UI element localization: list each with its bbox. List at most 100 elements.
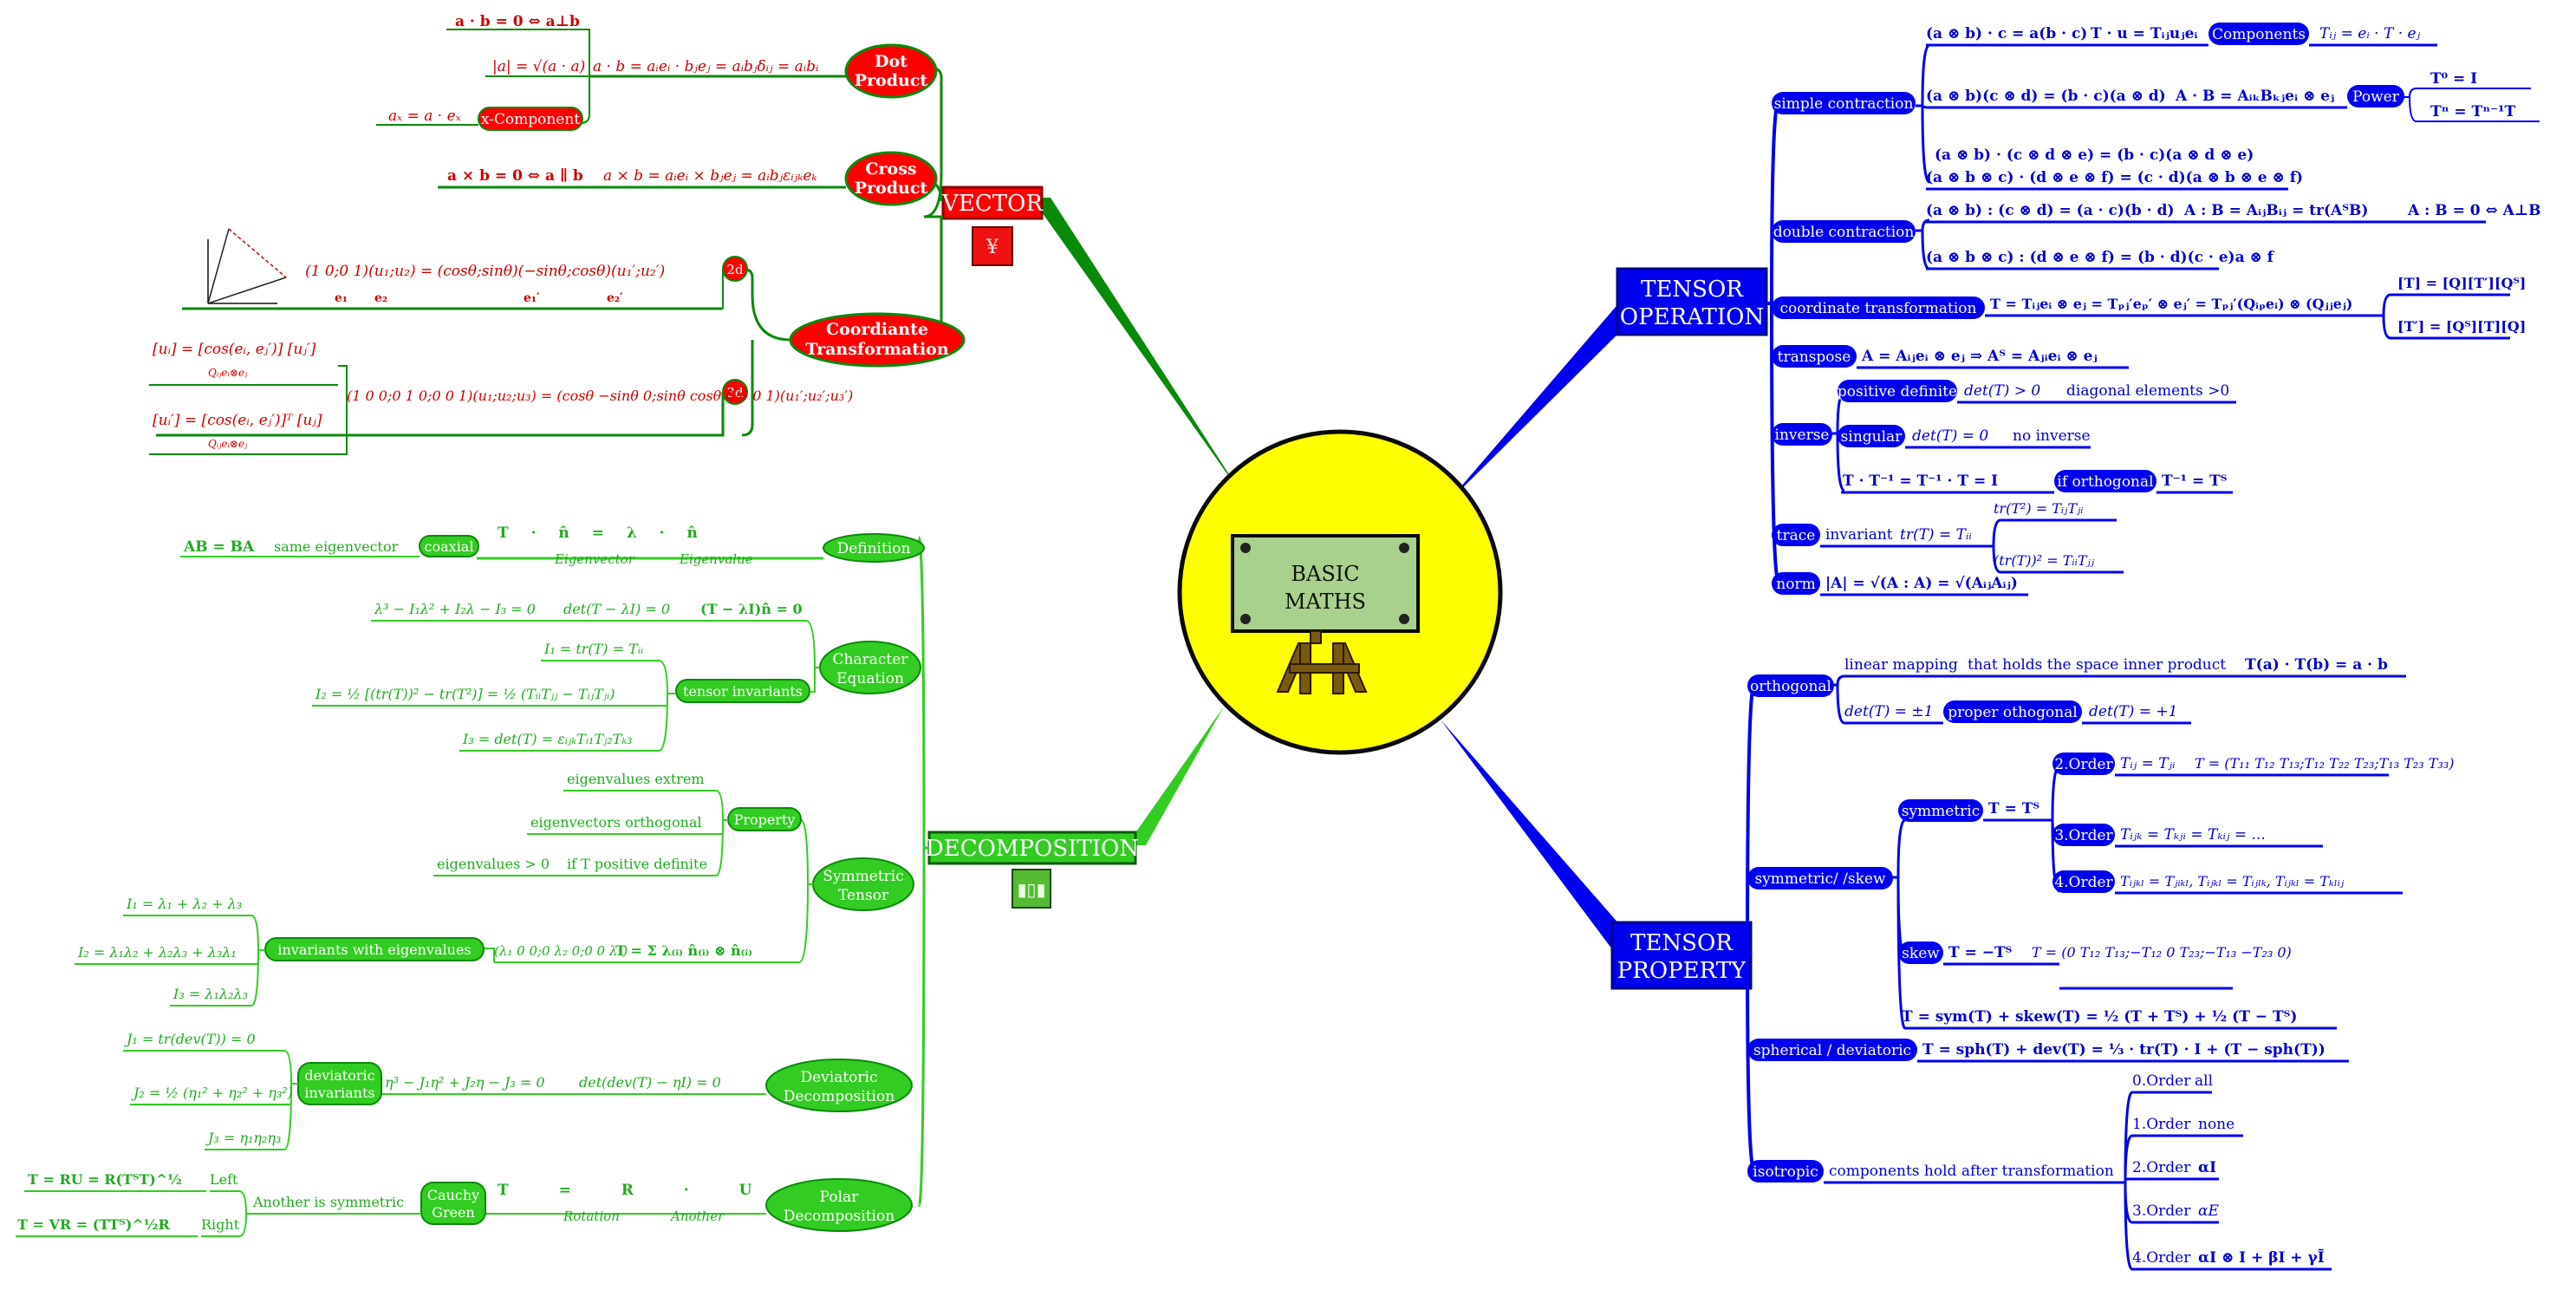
ct2-equation: [T] = [Q][T′][Qᵀ] [2397,275,2526,291]
trace-equation-2: tr(T²) = TᵢⱼTⱼᵢ [1994,500,2083,517]
singular-node[interactable] [1838,425,1905,447]
singular-label: singular [1841,428,1903,446]
cross-product-node[interactable] [844,151,938,206]
ct1-equation: T = Tᵢⱼeᵢ ⊗ eⱼ = Tₚⱼ′eₚ′ ⊗ eⱼ′ = Tₚⱼ′(Qᵢ… [1990,296,2352,312]
right-equation: T = VR = (TTᵀ)^½R [17,1216,170,1233]
tag-3d-label: 3d [726,385,744,401]
inverse-node[interactable] [1772,423,1832,446]
skew-matrix: T = (0 T₁₂ T₁₃;−T₁₂ 0 T₂₃;−T₁₃ −T₂₃ 0) [2032,944,2292,961]
isotropic-node[interactable] [1747,1160,1824,1182]
isotropic-label: isotropic [1753,1163,1818,1181]
coordinate-sketch [207,228,287,304]
positive-definite-label: positive definite [1838,383,1957,401]
norm-node[interactable] [1772,572,1820,595]
power-node[interactable] [2347,85,2404,108]
orthogonal-label: orthogonal [1750,678,1831,695]
dot-product-line2: Product [855,71,928,90]
sc2-equation: (a ⊗ b)(c ⊗ d) = (b · c)(a ⊗ d) [1926,88,2166,105]
symmetric-skew-node[interactable] [1747,867,1893,889]
definition-node[interactable] [823,533,925,563]
sub-e2: e₂ [374,291,387,305]
vector-connector [1031,198,1245,498]
ct3-equation: [T′] = [Qᵀ][T][Q] [2397,318,2526,335]
norm-equation: |A| = √(A : A) = √(AᵢⱼAᵢⱼ) [1825,575,2018,592]
cauchy-green-node[interactable] [420,1182,486,1225]
dot-product-line1: Dot [875,52,907,71]
lambda-eq: (T − λI)n̂ = 0 [700,601,803,617]
orthogonal-node[interactable] [1747,674,1834,697]
order4-node[interactable] [2052,870,2115,893]
holds-inner-label: that holds the space inner product [1968,656,2226,674]
tag-2d-label: 2d [726,262,744,277]
cross-product-equation: a × b = aᵢeᵢ × bⱼeⱼ = aᵢbⱼεᵢⱼₖeₖ [603,167,817,185]
inv1-equation: I₁ = λ₁ + λ₂ + λ₃ [126,896,242,912]
sc1b-equation: T · u = Tᵢⱼuⱼeᵢ [2091,25,2197,42]
sym-skew-equation: T = sym(T) + skew(T) = ½ (T + Tᵀ) + ½ (T… [1902,1008,2297,1026]
order3-node[interactable] [2052,824,2115,846]
symmetric-node[interactable] [1898,799,1983,822]
sc4-equation: (a ⊗ b ⊗ c) · (d ⊗ e ⊗ f) = (c · d)(a ⊗ … [1926,169,2303,186]
x-component-node[interactable] [478,107,583,131]
center-node[interactable]: BASIC MATHS [1177,429,1503,755]
dot-product-equation: a · b = aᵢeᵢ · bⱼeⱼ = aᵢbⱼδᵢⱼ = aᵢbᵢ [593,58,819,75]
center-title-line1: BASIC [1291,562,1359,586]
if-orthogonal-node[interactable] [2054,470,2156,492]
char-poly: λ³ − I₁λ² + I₂λ − I₃ = 0 [374,601,536,617]
center-title-line2: MATHS [1285,590,1366,614]
iso4-label: 4.Order [2132,1249,2191,1267]
I1-equation: I₁ = tr(T) = Tᵢᵢ [543,641,643,657]
vector-icon [972,226,1013,266]
coaxial-node[interactable] [419,535,479,557]
tensor-property-connector [1441,720,1626,949]
J2-equation: J₂ = ½ (η₁² + η₂² + η₃²) [131,1085,293,1101]
definition-equation: T · n̂ = λ · n̂ [498,524,706,542]
power1-equation: T⁰ = I [2430,70,2477,88]
deviatoric-decomposition-node[interactable] [765,1059,913,1112]
sub-e1: e₁ [335,291,348,305]
polar-decomposition-node[interactable] [765,1178,913,1232]
ab-ba-equation: AB = BA [183,538,255,556]
dot-product-node[interactable] [844,43,938,99]
tensor-invariants-label: tensor invariants [683,683,803,700]
trace-label: trace [1777,527,1816,544]
tensor-property-branch: TENSOR PROPERTY orthogonal linear mappin… [1610,656,2455,1271]
decomposition-title-box[interactable] [927,831,1137,865]
double-contraction-node[interactable] [1772,220,1916,243]
components-hold-label: components hold after transformation [1829,1163,2114,1180]
components-node[interactable] [2208,23,2309,45]
dev-poly: η³ − J₁η² + J₂η − J₃ = 0 [385,1074,545,1091]
coordinate-transformation-label: coordinate transformation [1780,300,1977,317]
vector-title-box[interactable] [941,186,1044,220]
double-contraction-label: double contraction [1773,224,1915,241]
inverse-label: inverse [1775,427,1830,444]
order2-node[interactable] [2052,752,2115,775]
inv2-equation: I₂ = λ₁λ₂ + λ₂λ₃ + λ₃λ₁ [77,944,237,961]
dev-det: det(dev(T) − ηI) = 0 [579,1074,721,1091]
dot-norm-equation: |a| = √(a · a) [492,58,585,75]
coordinate-transformation-node[interactable] [1772,296,1985,319]
singular-equation: det(T) = 0 [1912,427,1988,445]
deviatoric-invariants-line2: invariants [304,1085,374,1101]
cross-product-line1: Cross [865,160,916,179]
skew-equation: T = −Tᵀ [1948,944,2013,961]
iso0-label: 0.Order [2132,1072,2191,1090]
iso4-value: αI ⊗ I + βI + γĨ [2198,1248,2325,1267]
spherical-deviatoric-node[interactable] [1747,1039,1917,1061]
dc1c-equation: A : B = 0 ⇔ A⊥B [2407,202,2541,219]
chalkboard [1231,534,1420,633]
tensor-operation-title-box[interactable] [1616,267,1768,336]
proper-orthogonal-node[interactable] [1943,700,2082,723]
cross-product-line2: Product [855,179,928,198]
simple-contraction-node[interactable] [1772,92,1916,114]
trace-node[interactable] [1772,524,1820,546]
vector-branch: VECTOR ¥ Dot Product a · b = aᵢeᵢ · bⱼeⱼ… [149,13,1044,455]
deviatoric-invariants-line1: deviatoric [304,1067,374,1084]
skew-node[interactable] [1898,941,1943,964]
transpose-label: transpose [1778,349,1851,366]
same-eigenvector-label: same eigenvector [274,538,399,555]
positive-definite-node[interactable] [1838,380,1957,402]
diagonal-elements-label: diagonal elements >0 [2066,382,2229,400]
diag-matrix: (λ₁ 0 0;0 λ₂ 0;0 0 λ₃) [494,943,628,959]
transpose-node[interactable] [1772,345,1857,368]
